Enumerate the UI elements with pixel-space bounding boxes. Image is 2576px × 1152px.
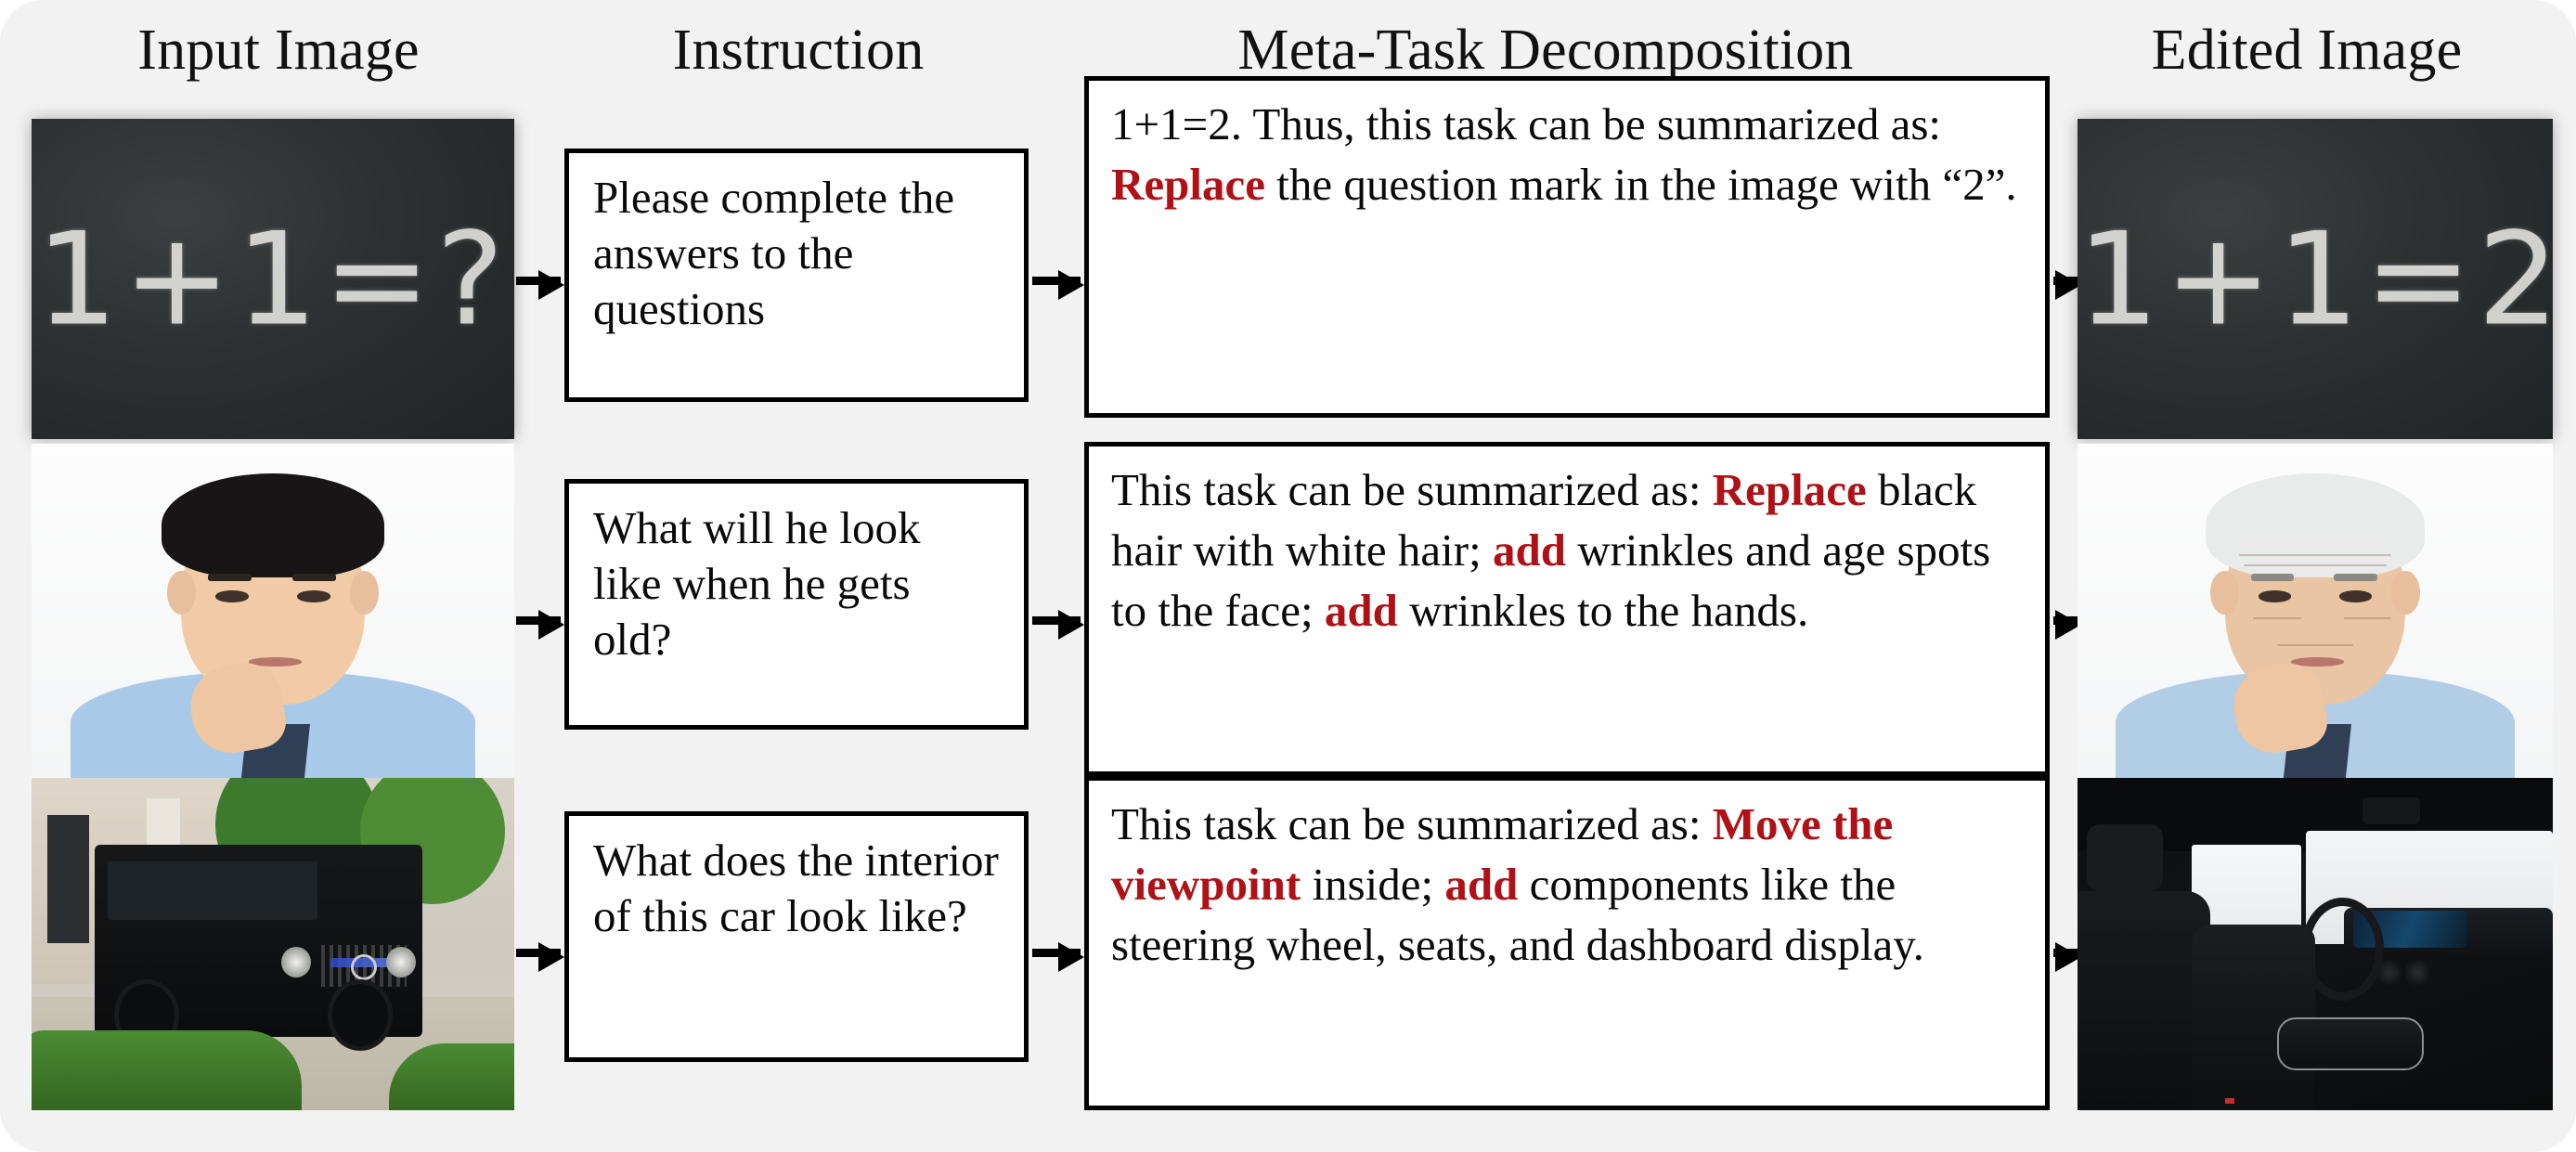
- mouth-shape: [249, 657, 303, 667]
- meta-task-box-1: 1+1=2. Thus, this task can be summarized…: [1084, 76, 2050, 418]
- meta-text-2-seg-6: wrinkles to the hands.: [1397, 585, 1809, 636]
- meta-text-1-seg-0: 1+1=2. Thus, this task can be summarized…: [1111, 98, 1942, 149]
- edited-image-1: 1+1=2: [2078, 119, 2553, 439]
- eye-right: [297, 590, 331, 602]
- eye-right-old: [2338, 590, 2373, 602]
- eyebrow-right: [291, 574, 336, 582]
- ear-left-old: [2210, 570, 2240, 615]
- input-image-3: [32, 778, 514, 1110]
- white-hair-shape: [2206, 473, 2425, 577]
- chalk-equation-input: 1+1=?: [35, 204, 511, 354]
- red-indicator-light: [2224, 1097, 2234, 1104]
- input-image-2: [32, 444, 514, 778]
- ear-right-old: [2390, 570, 2420, 615]
- meta-task-box-2: This task can be summarized as: Replace …: [1084, 442, 2050, 776]
- meta-text-1-seg-2: the question mark in the image with “2”.: [1265, 159, 2017, 210]
- eye-left: [214, 590, 249, 602]
- rear-seat: [2078, 890, 2211, 1110]
- meta-keyword-2-replace: Replace: [1712, 464, 1867, 515]
- meta-keyword-3-add: add: [1444, 859, 1519, 910]
- wheel-front: [328, 979, 394, 1051]
- meta-keyword-3-move-viewpoint: Move the viewpoint: [1111, 798, 1894, 910]
- example-row-2: What will he look like when he gets old?…: [0, 442, 2576, 778]
- instruction-box-3: What does the interior of this car look …: [564, 811, 1029, 1062]
- ear-right: [350, 570, 380, 615]
- arrow-instruction-to-meta-2: [1032, 610, 1084, 640]
- rearview-mirror: [2362, 797, 2420, 825]
- mouth-shape-old: [2291, 657, 2344, 667]
- old-man-photo: [2078, 444, 2553, 778]
- car-exterior-photo: [32, 778, 514, 1110]
- chalkboard-edited: 1+1=2: [2078, 119, 2553, 439]
- meta-keyword-2-add-face: add: [1492, 524, 1566, 576]
- instruction-box-2: What will he look like when he gets old?: [564, 479, 1029, 730]
- car-interior-photo: [2078, 778, 2553, 1110]
- meta-task-box-3: This task can be summarized as: Move the…: [1084, 776, 2050, 1110]
- eyebrow-left: [207, 574, 252, 582]
- arrow-input-to-instruction-2: [516, 610, 564, 640]
- edited-image-2: [2078, 444, 2553, 778]
- young-man-photo: [32, 444, 514, 778]
- meta-keyword-2-add-hands: add: [1324, 585, 1398, 636]
- cheek-wrinkle-left: [2253, 617, 2301, 620]
- forehead-wrinkle-2: [2244, 563, 2387, 566]
- meta-text-3-seg-4: components like the steering wheel, seat…: [1111, 859, 1924, 970]
- meta-text-2-seg-4: wrinkles and age spots to the face;: [1111, 524, 1991, 636]
- chalk-equation-edited: 1+1=2: [2078, 204, 2553, 354]
- example-row-3: What does the interior of this car look …: [0, 776, 2576, 1112]
- input-image-1: 1+1=?: [32, 119, 514, 439]
- mansion-window-1: [46, 814, 89, 943]
- header-input-image: Input Image: [137, 19, 420, 82]
- arrow-input-to-instruction-3: [516, 942, 564, 972]
- mercedes-star-icon: [350, 953, 377, 980]
- headrest: [2087, 824, 2164, 891]
- hedge-right: [388, 1043, 514, 1110]
- column-headers: Input Image Instruction Meta-Task Decomp…: [0, 0, 2576, 102]
- cheek-wrinkle-right: [2343, 617, 2391, 620]
- arrow-instruction-to-meta-1: [1032, 270, 1084, 300]
- figure-body: 1+1=? Please complete the answers to the…: [0, 76, 2576, 1152]
- meta-text-3-seg-0: This task can be summarized as:: [1111, 798, 1713, 849]
- forehead-wrinkle-1: [2239, 553, 2391, 556]
- eyebrow-left-old: [2250, 574, 2294, 582]
- edited-image-3: [2078, 778, 2553, 1110]
- meta-text-2-seg-2: black hair with white hair;: [1111, 464, 1977, 576]
- eyebrow-right-old: [2334, 574, 2377, 582]
- arrow-instruction-to-meta-3: [1032, 942, 1084, 972]
- eye-left-old: [2258, 590, 2292, 602]
- hedge-front: [32, 1030, 303, 1110]
- black-hair-shape: [162, 473, 384, 577]
- headlight-right: [386, 946, 417, 977]
- instruction-box-1: Please complete the answers to the quest…: [564, 149, 1029, 402]
- mansion-window-2: [146, 798, 181, 852]
- headlight-left: [281, 946, 311, 977]
- center-console: [2277, 1016, 2424, 1071]
- suv-windows: [107, 861, 318, 920]
- meta-keyword-1-replace: Replace: [1111, 159, 1265, 210]
- ear-left: [166, 570, 196, 615]
- meta-text-3-seg-2: inside;: [1301, 859, 1445, 910]
- nasolabial-wrinkle: [2277, 644, 2353, 646]
- arrow-meta-to-edited-1: [2053, 270, 2081, 300]
- header-instruction: Instruction: [672, 19, 925, 82]
- header-edited-image: Edited Image: [2151, 19, 2463, 82]
- air-vent-right: [2405, 957, 2429, 988]
- arrow-input-to-instruction-1: [516, 270, 564, 300]
- chalkboard-input: 1+1=?: [32, 119, 514, 439]
- arrow-meta-to-edited-3: [2053, 942, 2081, 972]
- suv-body: [94, 844, 423, 1051]
- header-meta-task-decomposition: Meta-Task Decomposition: [1237, 19, 1854, 82]
- example-row-1: 1+1=? Please complete the answers to the…: [0, 76, 2576, 444]
- arrow-meta-to-edited-2: [2053, 610, 2081, 640]
- meta-text-2-seg-0: This task can be summarized as:: [1111, 464, 1713, 515]
